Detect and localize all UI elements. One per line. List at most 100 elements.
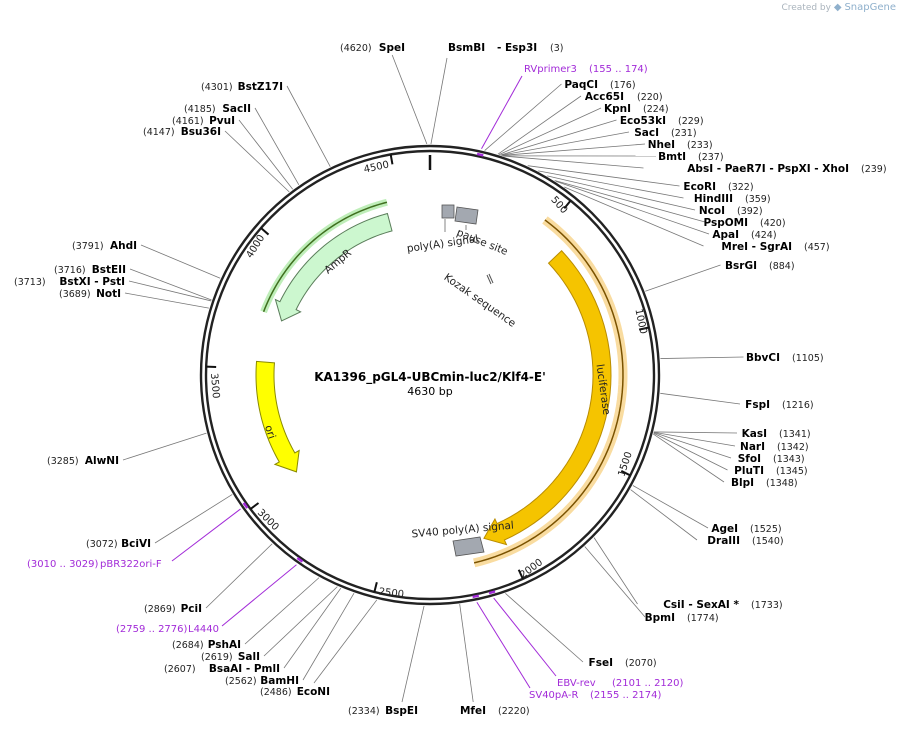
leader-fspi [660,392,741,405]
primer-l4440: L4440 [188,624,219,635]
leader-absi-paer7i-pspxi-xhoi [503,155,644,169]
site-kpni: KpnI [604,103,631,115]
leader-pcii [205,543,273,609]
leader-sacii [254,107,300,186]
leader-mfei [459,604,474,703]
primer-rvprimer3: RVprimer3 [524,64,577,75]
leader-apai [555,180,710,235]
primer-leader-pbr322ori-f [171,508,241,562]
primer-range-rvprimer3: (155 .. 174) [589,64,648,75]
site-pos-bamhi: (2562) [225,676,257,687]
credit-prefix: Created by [781,3,831,13]
leader-alwni [122,432,207,461]
site-pcii: PciI [181,603,202,615]
leader-ahdi [140,244,221,279]
site-bbvci: BbvCI [746,352,780,364]
site-mrei-sgrai: MreI - SgrAI [721,241,792,253]
leader-nari [653,431,736,447]
site-sali: SalI [238,651,260,663]
tick-mark-4000 [260,227,270,236]
primer-leader-ebv-rev [493,597,557,677]
primer-range-pbr322ori-f: (3010 .. 3029) [27,559,99,570]
site-pos-spei: (4620) [340,43,372,54]
site-pos-bbvci: (1105) [792,353,824,364]
site-agei: AgeI [711,523,738,535]
kozak-label: Kozak sequence [442,271,518,329]
site-pos-esp3i: (3) [550,43,563,54]
site-alwni: AlwNI [85,455,119,467]
site-sfoi: SfoI [738,453,761,465]
site-pos-pvui: (4161) [172,116,204,127]
leader-bbvci [660,356,744,359]
site-econi: EcoNI [297,686,330,698]
leader-nhei [501,143,646,156]
tick-mark-3000 [249,502,260,510]
leader-pshai [244,577,320,645]
leader-bstxi-psti [128,280,212,302]
site-pos-bsu36i: (4147) [143,127,175,138]
leader-bsmbi-esp3i [430,57,448,145]
primer-leader-sv40pa-r [476,601,531,689]
primer-leader-l4440 [221,564,297,627]
site-pspomi: PspOMI [703,217,748,229]
ampr-arrow [274,212,393,322]
tick-mark-500 [563,199,572,210]
leader-mrei-sgrai [564,186,704,247]
tick-mark-1500 [620,470,631,477]
primer-range-sv40pa-r: (2155 .. 2174) [590,690,662,701]
primer-range-ebv-rev: (2101 .. 2120) [612,678,684,689]
leader-bstz17i [286,85,331,167]
site-fspi: FspI [745,399,770,411]
luciferase-arrow [483,250,612,546]
site-pos-bsteii: (3716) [54,265,86,276]
leader-bsteii [129,268,212,301]
site-pos-paqci: (176) [610,80,636,91]
site-pos-pshai: (2684) [172,640,204,651]
site-ncoi: NcoI [699,205,725,217]
leader-ecori [527,165,680,187]
backbone-inner-ring [204,149,656,601]
site-pos-csii-sexai: (1733) [751,600,783,611]
site-bspei: BspEI [385,705,418,717]
site-bpmi: BpmI [645,612,675,624]
primer-mark-ebv-rev [488,590,496,595]
site-spei: SpeI [379,42,405,54]
tick-label-1000: 1000 [632,308,648,335]
site-pos-mfei: (2220) [498,706,530,717]
primer-mark-l4440 [296,556,304,563]
leader-econi [313,599,378,684]
site-pos-draiii: (1540) [752,536,784,547]
site-pos-econi: (2486) [260,687,292,698]
leader-saci [501,131,630,156]
site-pos-agei: (1525) [750,524,782,535]
leader-fsei [505,593,584,663]
polya-signal-box [441,204,455,219]
tick-mark-2500 [373,582,378,593]
site-paqci: PaqCI [564,79,598,91]
site-pshai: PshAI [208,639,241,651]
tick-mark-4500 [389,154,394,165]
site-pos-ahdi: (3791) [72,241,104,252]
kozak-mark-b [488,273,494,284]
site-sacii: SacII [222,103,251,115]
tick-label-3500: 3500 [208,373,221,399]
site-apai: ApaI [712,229,739,241]
leader-blpi [653,433,725,483]
site-pos-ecori: (322) [728,182,754,193]
site-pos-kasi: (1341) [779,429,811,440]
primer-ebv-rev: EBV-rev [557,678,596,689]
site-saci: SacI [634,127,659,139]
leader-bamhi [302,592,355,681]
site-bsteii: BstEII [92,264,126,276]
credit-brand: SnapGene [844,2,896,13]
leader-hindiii [538,170,684,199]
site-bamhi: BamHI [260,675,299,687]
tick-label-2500: 2500 [378,587,405,601]
plasmid-title: KA1396_pGL4-UBCmin-luc2/Klf4-E' [314,370,546,385]
site-pos-kpni: (224) [643,104,669,115]
site-nhei: NheI [648,139,675,151]
site-kasi: KasI [742,428,767,440]
site-bsaai-pmli: BsaAI - PmlI [209,663,280,675]
primer-mark-rvprimer3 [476,152,484,157]
site-pluti: PluTI [734,465,764,477]
